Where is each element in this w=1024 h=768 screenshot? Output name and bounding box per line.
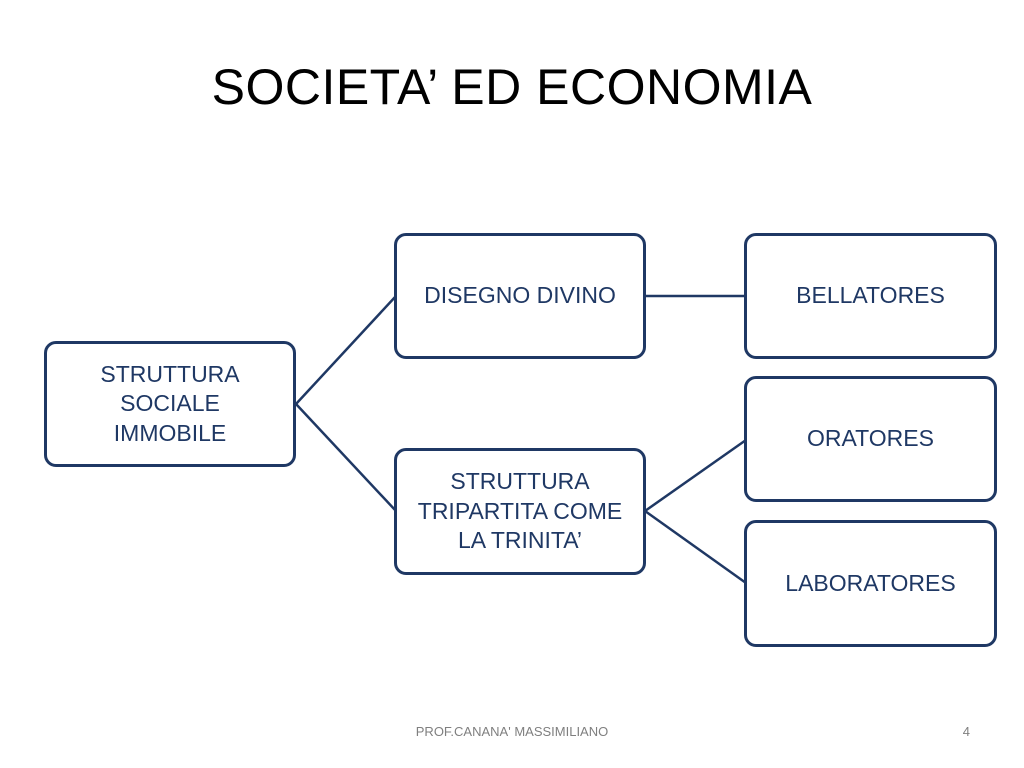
node-disegno-divino: DISEGNO DIVINO xyxy=(394,233,646,359)
node-bellatores: BELLATORES xyxy=(744,233,997,359)
connector-struttura-tripartita-oratores xyxy=(644,438,747,513)
slide-title: SOCIETA’ ED ECONOMIA xyxy=(211,59,813,115)
connector-root-disegno-divino xyxy=(295,295,397,405)
connector-struttura-tripartita-laboratores xyxy=(644,509,747,585)
footer-author: PROF.CANANA' MASSIMILIANO xyxy=(415,724,609,739)
node-laboratores: LABORATORES xyxy=(744,520,997,647)
node-oratores: ORATORES xyxy=(744,376,997,502)
node-struttura-tripartita: STRUTTURA TRIPARTITA COME LA TRINITA’ xyxy=(394,448,646,575)
connector-root-struttura-tripartita xyxy=(295,403,397,512)
node-struttura-sociale-immobile: STRUTTURA SOCIALE IMMOBILE xyxy=(44,341,296,467)
page-number: 4 xyxy=(962,724,970,739)
